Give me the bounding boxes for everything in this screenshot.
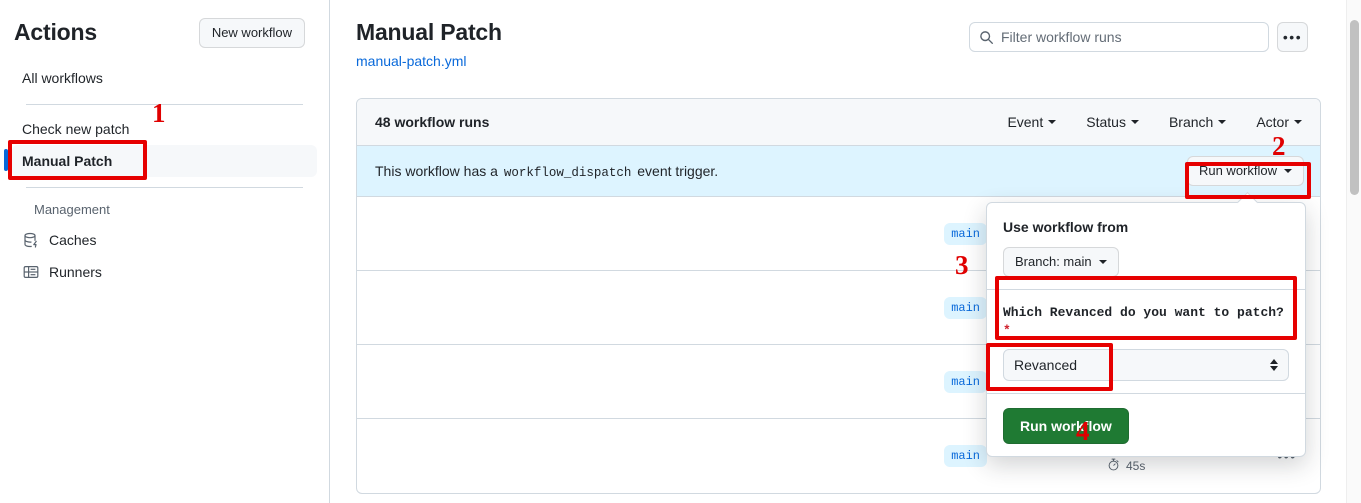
select-updown-icon bbox=[1270, 359, 1278, 371]
sidebar-section-management: Management bbox=[34, 202, 110, 217]
chevron-down-icon bbox=[1284, 169, 1292, 173]
chevron-down-icon bbox=[1048, 120, 1057, 124]
sidebar-item-label: Manual Patch bbox=[22, 153, 113, 169]
search-box[interactable] bbox=[969, 22, 1269, 52]
panel-branch-section: Use workflow from Branch: main bbox=[987, 203, 1305, 289]
sidebar-item-runners[interactable]: Runners bbox=[12, 256, 317, 288]
filter-status[interactable]: Status bbox=[1086, 114, 1139, 130]
new-workflow-button[interactable]: New workflow bbox=[198, 18, 305, 48]
panel-submit-section: Run workflow bbox=[987, 393, 1305, 456]
submit-run-workflow-button[interactable]: Run workflow bbox=[1003, 408, 1129, 444]
page-heading-group: Manual Patch manual-patch.yml bbox=[356, 18, 502, 71]
chevron-down-icon bbox=[1218, 120, 1227, 124]
sidebar-header: Actions New workflow bbox=[0, 0, 329, 48]
dispatch-event-code: workflow_dispatch bbox=[503, 165, 632, 180]
workflow-dispatch-banner: This workflow has a workflow_dispatch ev… bbox=[357, 146, 1320, 197]
revanced-select-value: Revanced bbox=[1014, 357, 1078, 373]
chevron-down-icon bbox=[1098, 260, 1107, 264]
search-input[interactable] bbox=[1001, 29, 1241, 45]
filter-branch[interactable]: Branch bbox=[1168, 114, 1227, 130]
run-workflow-button-label: Run workflow bbox=[1198, 163, 1277, 178]
filter-actor[interactable]: Actor bbox=[1256, 114, 1302, 130]
dispatch-text-before: This workflow has a bbox=[375, 162, 498, 179]
sidebar-item-label: Caches bbox=[49, 232, 97, 248]
sidebar-nav: All workflows Check new patch Manual Pat… bbox=[0, 62, 329, 288]
use-workflow-from-label: Use workflow from bbox=[1003, 219, 1129, 235]
run-workflow-dropdown-button[interactable]: Run workflow bbox=[1186, 156, 1304, 186]
branch-badge[interactable]: main bbox=[944, 222, 987, 245]
sidebar-item-all-workflows[interactable]: All workflows bbox=[12, 62, 317, 94]
sidebar-item-label: Runners bbox=[49, 264, 102, 280]
dispatch-text-after: event trigger. bbox=[637, 162, 719, 179]
filter-label: Status bbox=[1086, 114, 1126, 130]
sidebar-item-caches[interactable]: Caches bbox=[12, 224, 317, 256]
stopwatch-icon bbox=[1107, 458, 1120, 474]
table-row[interactable]: main bbox=[357, 271, 1320, 345]
filter-event[interactable]: Event bbox=[1007, 114, 1057, 130]
sidebar-item-label: Check new patch bbox=[22, 121, 130, 137]
kebab-icon: ••• bbox=[1282, 29, 1303, 45]
branch-select-label: Branch: main bbox=[1015, 254, 1092, 269]
sidebar: Actions New workflow All workflows Check… bbox=[0, 0, 330, 503]
chevron-down-icon bbox=[1130, 120, 1139, 124]
server-icon bbox=[22, 263, 40, 281]
runs-count: 48 workflow runs bbox=[375, 114, 490, 130]
branch-badge[interactable]: main bbox=[944, 370, 987, 393]
more-options-button[interactable]: ••• bbox=[1277, 22, 1308, 52]
sidebar-item-manual-patch[interactable]: Manual Patch bbox=[4, 145, 317, 177]
search-icon bbox=[979, 30, 994, 45]
branch-select-button[interactable]: Branch: main bbox=[1003, 247, 1119, 277]
workflow-file-link[interactable]: manual-patch.yml bbox=[356, 52, 467, 69]
sidebar-item-check-new-patch[interactable]: Check new patch bbox=[12, 113, 317, 145]
sidebar-title: Actions bbox=[14, 19, 97, 46]
filter-label: Branch bbox=[1168, 114, 1214, 130]
runs-toolbar: 48 workflow runs Event Status Branch bbox=[357, 99, 1320, 146]
header-actions: ••• bbox=[969, 18, 1308, 52]
required-marker: * bbox=[1003, 323, 1011, 338]
panel-input-section: Which Revanced do you want to patch? * R… bbox=[987, 289, 1305, 393]
filter-label: Actor bbox=[1256, 114, 1289, 130]
sidebar-divider bbox=[26, 104, 303, 105]
sidebar-divider-2 bbox=[26, 187, 303, 188]
branch-badge[interactable]: main bbox=[944, 296, 987, 319]
main-header: Manual Patch manual-patch.yml ••• bbox=[331, 0, 1338, 71]
scrollbar-thumb[interactable] bbox=[1350, 20, 1359, 195]
run-duration: 45s bbox=[1107, 458, 1272, 474]
revanced-select[interactable]: Revanced bbox=[1003, 349, 1289, 381]
workflow-input-label-text: Which Revanced do you want to patch? bbox=[1003, 305, 1284, 320]
page-scrollbar[interactable] bbox=[1346, 0, 1361, 503]
filter-label: Event bbox=[1007, 114, 1044, 130]
sidebar-item-label: All workflows bbox=[22, 70, 103, 86]
table-row[interactable]: main bbox=[357, 197, 1320, 271]
run-workflow-dropdown-panel: Use workflow from Branch: main Which Rev… bbox=[986, 191, 1306, 457]
branch-badge[interactable]: main bbox=[944, 445, 987, 467]
page-title: Manual Patch bbox=[356, 19, 502, 45]
runs-filters: Event Status Branch Actor bbox=[1007, 114, 1302, 130]
cache-icon bbox=[22, 231, 40, 249]
dispatch-banner-text: This workflow has a workflow_dispatch ev… bbox=[375, 163, 718, 180]
duration-text: 45s bbox=[1126, 459, 1146, 473]
workflow-input-label: Which Revanced do you want to patch? * bbox=[1003, 304, 1289, 340]
chevron-down-icon bbox=[1294, 120, 1302, 124]
